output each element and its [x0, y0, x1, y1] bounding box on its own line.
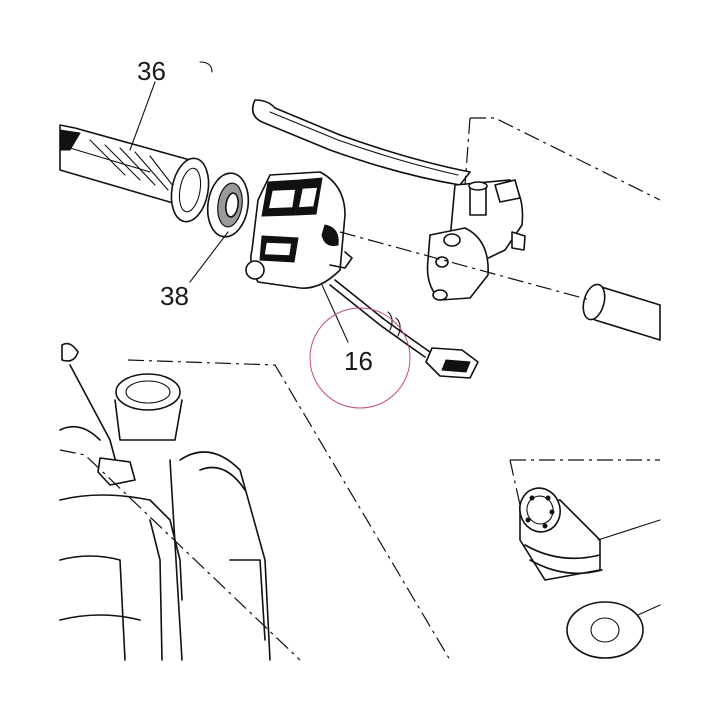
master-cylinder[interactable] — [426, 179, 526, 301]
fork-washer[interactable] — [566, 601, 644, 659]
handlebar-tube[interactable] — [580, 282, 661, 341]
handlebar-grip[interactable] — [59, 124, 213, 225]
callout-36: 36 — [137, 56, 166, 86]
callout-16: 16 — [344, 346, 373, 376]
fork-frame[interactable] — [59, 342, 271, 661]
callout-38: 38 — [160, 281, 189, 311]
leader-lines — [129, 61, 661, 616]
center-lines — [59, 117, 661, 661]
bearing-washer[interactable] — [204, 171, 253, 240]
switch-housing[interactable] — [245, 171, 353, 289]
fork-cap-plug[interactable] — [515, 484, 603, 581]
callout-highlight-circle — [309, 307, 411, 409]
wire-harness[interactable] — [329, 279, 479, 379]
brake-lever[interactable] — [251, 99, 471, 186]
